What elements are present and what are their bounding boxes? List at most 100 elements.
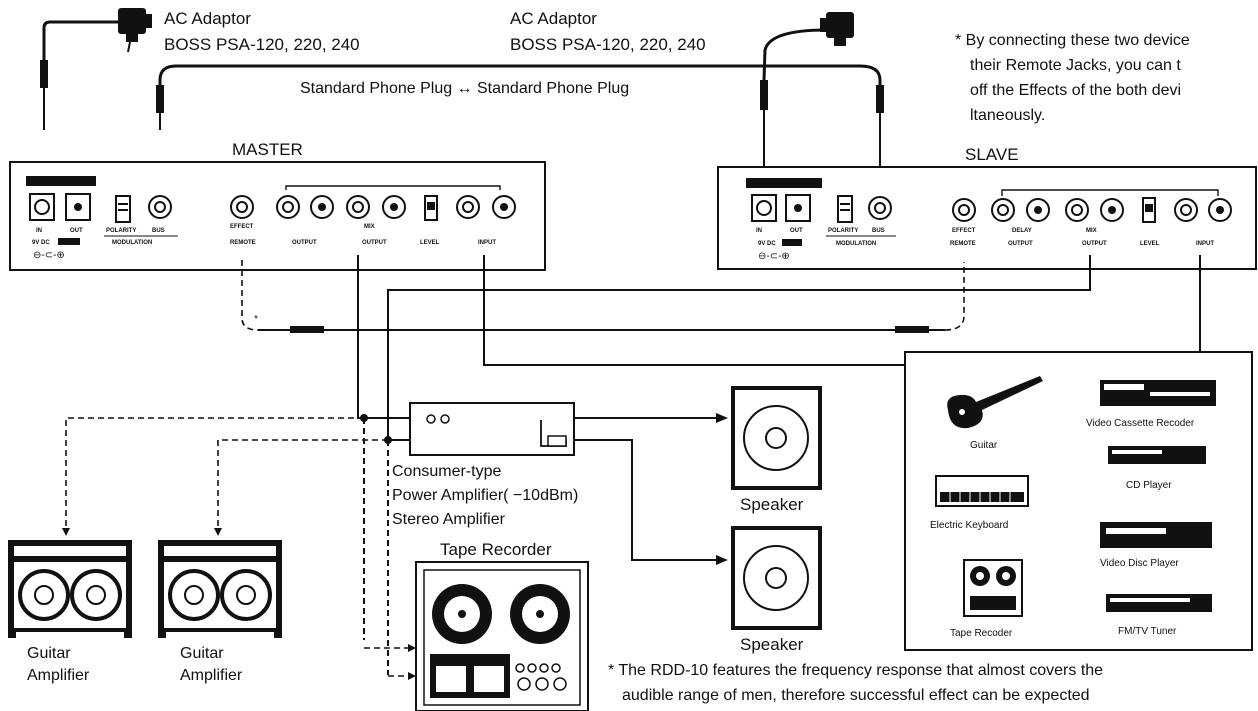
note-top-line1: * By connecting these two device	[955, 32, 1190, 49]
tape-recorder-small-icon	[963, 559, 1023, 617]
slave-input-jacks[interactable]	[1174, 198, 1232, 222]
master-bus-jack[interactable]	[148, 195, 172, 219]
source-tuner-label: FM/TV Tuner	[1118, 626, 1177, 637]
slave-input-label: INPUT	[1196, 241, 1214, 247]
master-mix-output-wire	[357, 255, 380, 419]
slave-mix-label: MIX	[1086, 228, 1097, 234]
slave-remote-jack[interactable]	[952, 198, 976, 222]
bus-cable: Standard Phone Plug ↔ Standard Phone Plu…	[156, 64, 884, 190]
master-effect-label: EFFECT	[230, 224, 254, 230]
master-remote-label: REMOTE	[230, 240, 256, 246]
master-dc-out-jack[interactable]	[65, 193, 91, 221]
slave-polarity-switch[interactable]	[837, 195, 853, 223]
slave-effect-label: EFFECT	[952, 228, 976, 234]
slave-level-label: LEVEL	[1140, 241, 1160, 247]
cd-player-icon	[1108, 446, 1206, 464]
adaptor-left-title: AC Adaptor	[164, 9, 251, 28]
slave-modulation-label: MODULATION	[836, 241, 876, 247]
master-input-wire	[483, 255, 905, 366]
ac-adaptor-right: AC Adaptor BOSS PSA-120, 220, 240	[510, 9, 854, 190]
master-mix-output-label: OUTPUT	[362, 240, 387, 246]
cable-label: Standard Phone Plug ↔ Standard Phone Plu…	[300, 80, 629, 97]
note-remote: * By connecting these two device their R…	[955, 32, 1190, 124]
master-polarity-label: POLARITY	[106, 228, 136, 234]
slave-dc-label: 9V DC	[758, 241, 776, 247]
slave-mix-output-wire	[387, 255, 1091, 441]
slave-out-label: OUT	[790, 228, 803, 234]
power-amp-line1: Consumer-type	[392, 463, 501, 480]
power-amp-line3: Stereo Amplifier	[392, 511, 506, 528]
adaptor-right-title: AC Adaptor	[510, 9, 597, 28]
ac-adaptor-left: AC Adaptor BOSS PSA-120, 220, 240	[40, 8, 360, 130]
keyboard-icon	[935, 475, 1029, 507]
note-bottom-line2: audible range of men, therefore successf…	[622, 687, 1090, 704]
guitar-amp-feeds	[62, 417, 388, 536]
master-input-label: INPUT	[478, 240, 496, 246]
adaptor-left-model: BOSS PSA-120, 220, 240	[164, 35, 360, 54]
speaker-2-label: Speaker	[740, 635, 804, 654]
master-out-label: OUT	[70, 228, 83, 234]
speaker-2	[731, 526, 822, 630]
master-bus-label: BUS	[152, 228, 165, 234]
note-top-line2: their Remote Jacks, you can t	[970, 57, 1181, 74]
guitar-amp-2-line1: Guitar	[180, 645, 224, 662]
master-polarity-switch[interactable]	[115, 195, 131, 223]
master-input-jacks[interactable]	[456, 195, 516, 219]
slave-polarity-label: POLARITY	[828, 228, 858, 234]
note-top-line4: ltaneously.	[970, 107, 1045, 124]
remote-link-cable: *	[241, 260, 965, 333]
note-bottom-line1: * The RDD-10 features the frequency resp…	[608, 662, 1103, 679]
tape-recorder-title: Tape Recorder	[440, 540, 552, 559]
master-dc-in-jack[interactable]	[29, 193, 55, 221]
power-amp-line2: Power Amplifier( −10dBm)	[392, 487, 578, 504]
slave-dc-polarity: ⊖-⊂-⊕	[758, 251, 790, 262]
master-mix-label: MIX	[364, 224, 375, 230]
slave-delay-output-jacks[interactable]	[991, 198, 1050, 222]
source-vdp-label: Video Disc Player	[1100, 558, 1179, 569]
slave-delay-output-label: OUTPUT	[1008, 241, 1033, 247]
slave-mix-output-jacks[interactable]	[1065, 198, 1124, 222]
master-in-label: IN	[36, 228, 42, 234]
master-level-label: LEVEL	[420, 240, 440, 246]
slave-delay-label: DELAY	[1012, 228, 1032, 234]
guitar-amplifier-1	[8, 540, 132, 638]
source-keyboard-label: Electric Keyboard	[930, 520, 1008, 531]
master-remote-jack[interactable]	[230, 195, 254, 219]
master-modulation-label: MODULATION	[112, 240, 152, 246]
speaker-1-label: Speaker	[740, 495, 804, 514]
slave-mix-output-label: OUTPUT	[1082, 241, 1107, 247]
slave-remote-label: REMOTE	[950, 241, 976, 247]
master-unit: IN OUT 9V DC ⊖-⊂-⊕ POLARITY BUS MODULATI…	[9, 161, 546, 271]
guitar-amp-1-line2: Amplifier	[27, 667, 90, 684]
master-dc-polarity: ⊖-⊂-⊕	[33, 250, 65, 261]
guitar-amplifier-2	[158, 540, 282, 638]
master-level-switch[interactable]	[424, 195, 438, 221]
vcr-icon	[1100, 380, 1216, 406]
guitar-icon	[947, 376, 1043, 429]
slave-dc-in-jack[interactable]	[751, 194, 777, 222]
svg-text:*: *	[254, 314, 258, 325]
note-top-line3: off the Effects of the both devi	[970, 82, 1181, 99]
speaker-1	[731, 386, 822, 490]
master-title: MASTER	[232, 140, 303, 159]
guitar-amp-2-line2: Amplifier	[180, 667, 243, 684]
master-mix-output-jacks[interactable]	[346, 195, 406, 219]
tape-recorder	[415, 561, 589, 711]
slave-unit: IN OUT 9V DC ⊖-⊂-⊕ POLARITY BUS MODULATI…	[717, 166, 1257, 270]
source-cd-label: CD Player	[1126, 480, 1172, 491]
power-amplifier	[409, 402, 575, 456]
guitar-amp-1-line1: Guitar	[27, 645, 71, 662]
slave-level-switch[interactable]	[1142, 197, 1156, 223]
master-dc-label: 9V DC	[32, 240, 50, 246]
slave-bus-jack[interactable]	[868, 196, 892, 220]
source-tape-label: Tape Recoder	[950, 628, 1013, 639]
master-delay-output-label: OUTPUT	[292, 240, 317, 246]
source-guitar-label: Guitar	[970, 440, 998, 451]
sources-panel: Guitar Video Cassette Recoder CD Player …	[904, 351, 1253, 651]
slave-dc-out-jack[interactable]	[785, 194, 811, 222]
adaptor-right-model: BOSS PSA-120, 220, 240	[510, 35, 706, 54]
master-delay-output-jacks[interactable]	[276, 195, 334, 219]
slave-title: SLAVE	[965, 145, 1019, 164]
slave-bus-label: BUS	[872, 228, 885, 234]
